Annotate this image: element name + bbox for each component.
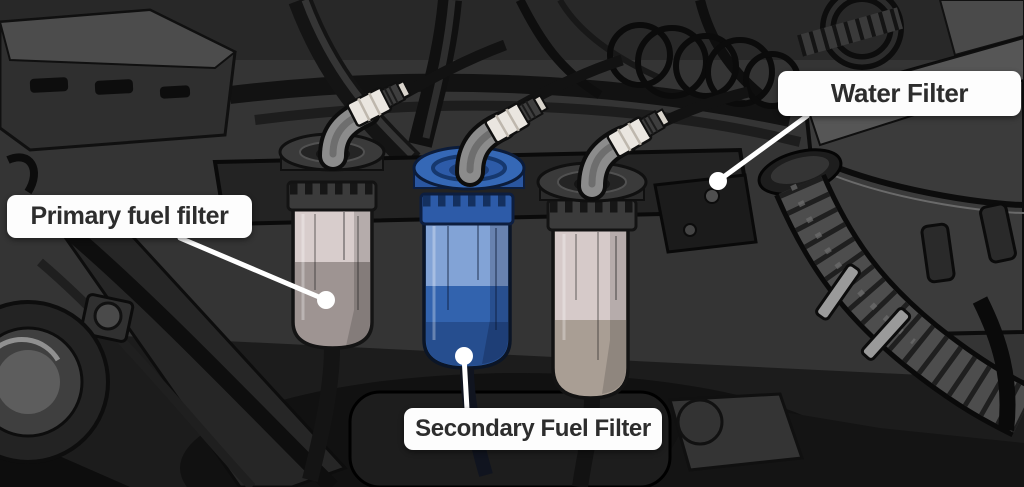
- hose-clamp: [815, 263, 861, 321]
- right-filter-fitting: [606, 108, 671, 158]
- secondary-leader-dot: [455, 347, 473, 365]
- battery-box: [0, 8, 237, 195]
- corrugated-hose: [757, 148, 1024, 438]
- wire-coil: [607, 22, 801, 109]
- filter-right: [536, 108, 671, 487]
- filter-left-primary: [278, 79, 412, 482]
- primary-leader-line: [177, 235, 329, 303]
- left-filter-fitting: [346, 79, 412, 127]
- reservoir-cap: [0, 300, 123, 464]
- water-leader-line: [715, 113, 810, 184]
- center-filter-fitting: [484, 94, 549, 144]
- primary-leader-dot: [317, 291, 335, 309]
- water-filter-label: Water Filter: [778, 71, 1021, 116]
- water-leader-dot: [709, 172, 727, 190]
- primary-fuel-filter-label: Primary fuel filter: [7, 195, 252, 238]
- hose-clamp: [860, 307, 912, 361]
- secondary-fuel-filter-label: Secondary Fuel Filter: [404, 408, 662, 450]
- callout-leaders: [177, 113, 810, 412]
- filter-center-blue-secondary: [412, 94, 549, 477]
